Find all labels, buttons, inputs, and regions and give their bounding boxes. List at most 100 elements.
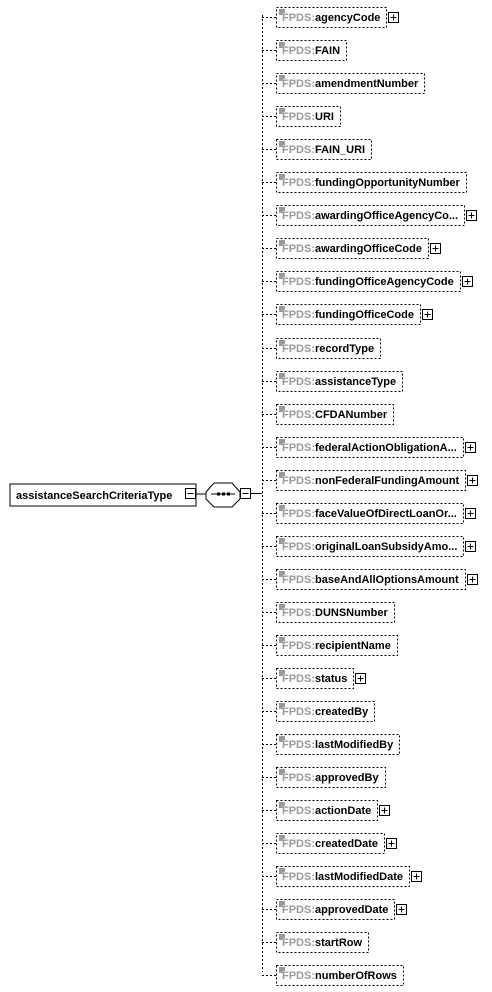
element-box (276, 73, 425, 94)
element-node[interactable]: FPDS:status (262, 668, 366, 689)
expand-button[interactable] (465, 442, 476, 453)
element-label: FPDS:FAIN (282, 45, 340, 57)
element-node[interactable]: FPDS:federalActionObligationA... (262, 437, 476, 458)
expand-button[interactable] (422, 309, 433, 320)
element-label: FPDS:recipientName (282, 640, 391, 652)
root-type-node[interactable]: assistanceSearchCriteriaType (9, 483, 197, 507)
expand-button[interactable] (465, 508, 476, 519)
element-node[interactable]: FPDS:startRow (262, 932, 369, 953)
expand-button[interactable] (465, 541, 476, 552)
element-node[interactable]: FPDS:numberOfRows (262, 965, 404, 986)
namespace-prefix: FPDS: (282, 574, 315, 586)
expand-button[interactable] (388, 12, 399, 23)
annotation-icon (279, 240, 285, 246)
element-label: FPDS:baseAndAllOptionsAmount (282, 574, 459, 586)
element-box (276, 106, 341, 127)
element-node[interactable]: FPDS:DUNSNumber (262, 602, 395, 623)
element-node[interactable]: FPDS:lastModifiedBy (262, 734, 400, 755)
namespace-prefix: FPDS: (282, 144, 315, 156)
element-node[interactable]: FPDS:originalLoanSubsidyAmo... (262, 536, 476, 557)
element-name: faceValueOfDirectLoanOr... (315, 508, 457, 520)
element-label: FPDS:recordType (282, 343, 374, 355)
sequence-compositor[interactable] (205, 482, 241, 508)
element-node[interactable]: FPDS:awardingOfficeAgencyCo... (262, 205, 477, 226)
element-node[interactable]: FPDS:FAIN (262, 40, 347, 61)
element-node[interactable]: FPDS:recordType (262, 338, 381, 359)
element-node[interactable]: FPDS:URI (262, 106, 341, 127)
expand-button[interactable] (467, 475, 478, 486)
element-node[interactable]: FPDS:recipientName (262, 635, 398, 656)
element-node[interactable]: FPDS:awardingOfficeCode (262, 238, 441, 259)
element-name: lastModifiedBy (315, 739, 394, 751)
namespace-prefix: FPDS: (282, 772, 315, 784)
element-box (276, 437, 464, 458)
element-box (276, 404, 394, 425)
expand-button[interactable] (355, 673, 366, 684)
element-box (276, 238, 429, 259)
element-name: FAIN_URI (315, 144, 365, 156)
namespace-prefix: FPDS: (282, 937, 315, 949)
element-label: FPDS:status (282, 673, 347, 685)
element-node[interactable]: FPDS:createdDate (262, 833, 397, 854)
root-type-label: assistanceSearchCriteriaType (16, 490, 172, 502)
element-name: recordType (315, 343, 374, 355)
element-name: assistanceType (315, 376, 396, 388)
expand-button[interactable] (386, 838, 397, 849)
element-node[interactable]: FPDS:CFDANumber (262, 404, 394, 425)
element-node[interactable]: FPDS:fundingOfficeAgencyCode (262, 271, 473, 292)
element-label: FPDS:faceValueOfDirectLoanOr... (282, 508, 457, 520)
namespace-prefix: FPDS: (282, 673, 315, 685)
root-collapse-button[interactable] (185, 488, 196, 499)
element-label: FPDS:amendmentNumber (282, 78, 419, 90)
element-node[interactable]: FPDS:FAIN_URI (262, 139, 372, 160)
element-node[interactable]: FPDS:lastModifiedDate (262, 866, 422, 887)
element-label: FPDS:CFDANumber (282, 409, 388, 421)
expand-button[interactable] (379, 805, 390, 816)
expand-button[interactable] (467, 574, 478, 585)
element-box (276, 833, 385, 854)
element-label: FPDS:approvedDate (282, 904, 388, 916)
namespace-prefix: FPDS: (282, 12, 315, 24)
annotation-icon (279, 340, 285, 346)
element-node[interactable]: FPDS:amendmentNumber (262, 73, 425, 94)
element-label: FPDS:actionDate (282, 805, 371, 817)
expand-button[interactable] (466, 210, 477, 221)
element-node[interactable]: FPDS:actionDate (262, 800, 390, 821)
namespace-prefix: FPDS: (282, 970, 315, 982)
element-box (276, 40, 347, 61)
element-box (276, 932, 369, 953)
element-node[interactable]: FPDS:fundingOfficeCode (262, 304, 433, 325)
element-node[interactable]: FPDS:approvedBy (262, 767, 386, 788)
element-box (276, 965, 404, 986)
expand-button[interactable] (396, 904, 407, 915)
element-node[interactable]: FPDS:faceValueOfDirectLoanOr... (262, 503, 476, 524)
element-name: awardingOfficeCode (315, 243, 422, 255)
annotation-icon (279, 306, 285, 312)
expand-button[interactable] (411, 871, 422, 882)
element-label: FPDS:DUNSNumber (282, 607, 388, 619)
annotation-icon (279, 9, 285, 15)
element-node[interactable]: FPDS:agencyCode (262, 7, 399, 28)
element-box (276, 205, 465, 226)
element-node[interactable]: FPDS:approvedDate (262, 899, 407, 920)
annotation-icon (279, 207, 285, 213)
element-box (276, 635, 398, 656)
annotation-icon (279, 703, 285, 709)
sequence-collapse-button[interactable] (240, 488, 251, 499)
element-name: status (315, 673, 347, 685)
element-box (276, 569, 466, 590)
element-node[interactable]: FPDS:assistanceType (262, 371, 403, 392)
expand-button[interactable] (430, 243, 441, 254)
expand-button[interactable] (462, 276, 473, 287)
element-label: FPDS:numberOfRows (282, 970, 397, 982)
annotation-icon (279, 505, 285, 511)
element-node[interactable]: FPDS:fundingOpportunityNumber (262, 172, 467, 193)
element-node[interactable]: FPDS:baseAndAllOptionsAmount (262, 569, 478, 590)
element-node[interactable]: FPDS:nonFederalFundingAmount (262, 470, 478, 491)
element-node[interactable]: FPDS:createdBy (262, 701, 375, 722)
annotation-icon (279, 637, 285, 643)
annotation-icon (279, 901, 285, 907)
element-name: agencyCode (315, 12, 380, 24)
namespace-prefix: FPDS: (282, 739, 315, 751)
